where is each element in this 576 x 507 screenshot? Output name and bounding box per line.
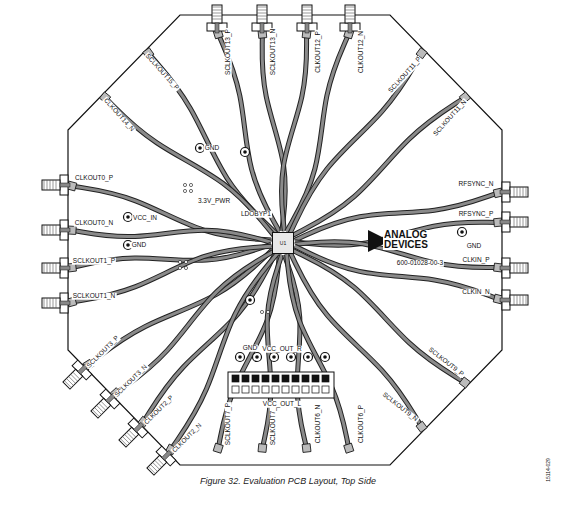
sma-connector — [42, 258, 70, 278]
via — [189, 189, 192, 192]
via — [260, 310, 263, 313]
header-pin — [232, 375, 239, 382]
silkscreen-label: GND — [204, 145, 220, 152]
board-outline — [68, 15, 502, 465]
header-pin — [262, 386, 269, 393]
via — [183, 189, 186, 192]
test-point — [321, 353, 330, 362]
signal-name: CLKOUT12_P — [315, 30, 322, 74]
header-pin — [272, 375, 279, 382]
trace-edge — [295, 246, 499, 299]
signal-name: SCLKOUT1_P — [72, 258, 116, 265]
header-pin — [302, 375, 309, 382]
signal-name: CLKIN_N — [461, 289, 490, 296]
silkscreen-label: VCC_OUT_R — [261, 346, 302, 353]
sma-connector — [500, 182, 528, 202]
signal-name: SCLKOUT13_P — [225, 28, 232, 76]
signal-name: CLKOUT0_N — [74, 220, 114, 227]
header-pin — [322, 375, 329, 382]
header — [228, 372, 334, 398]
header-pin — [282, 386, 289, 393]
trace — [105, 98, 274, 236]
test-point — [246, 296, 255, 305]
signal-name: RFSYNC_N — [457, 181, 494, 188]
logo-text: ANALOG DEVICES — [383, 230, 445, 250]
test-point — [236, 353, 245, 362]
signal-name: RFSYNC_P — [458, 211, 495, 218]
header-pin — [252, 386, 259, 393]
pad — [213, 443, 223, 453]
sma-connector — [42, 175, 70, 195]
pad — [416, 421, 427, 432]
pad — [258, 444, 267, 453]
test-point — [270, 353, 279, 362]
header-pin — [322, 386, 329, 393]
test-point — [241, 148, 250, 157]
silkscreen-label: 15114-029 — [546, 457, 551, 483]
traces — [67, 29, 503, 455]
header-pin — [312, 375, 319, 382]
sma-connector — [42, 220, 70, 240]
silkscreen-label: GND — [466, 243, 482, 250]
via — [183, 183, 186, 186]
pad — [459, 377, 470, 388]
trace-edge — [72, 230, 271, 242]
test-point — [287, 353, 296, 362]
signal-name: SCLKOUT7_P — [225, 402, 232, 446]
header-pin — [242, 386, 249, 393]
header-pin — [302, 386, 309, 393]
ic-chip: U1 — [272, 232, 294, 254]
signal-name: SCLKOUT7_N — [270, 402, 277, 447]
silkscreen-label: 600-01028-00-3 — [396, 260, 444, 267]
signal-name: CLKOUT12_N — [358, 30, 365, 74]
header-pin — [292, 375, 299, 382]
sma-connector — [340, 5, 360, 33]
test-point — [304, 353, 313, 362]
sma-connector — [500, 212, 528, 232]
header-pin — [262, 375, 269, 382]
sma-connector — [500, 290, 528, 310]
trace — [72, 230, 271, 242]
figure-caption: Figure 32. Evaluation PCB Layout, Top Si… — [0, 476, 576, 486]
test-point — [253, 353, 262, 362]
header-pin — [272, 386, 279, 393]
header-pin — [282, 375, 289, 382]
signal-name: SCLKOUT1_N — [72, 293, 117, 300]
silkscreen-label: LDOBYP1 — [240, 211, 272, 218]
header-pin — [242, 375, 249, 382]
silkscreen-label: VCC_IN — [132, 215, 158, 222]
sma-connector — [297, 5, 317, 33]
trace-edge — [72, 246, 272, 302]
silkscreen-label: VCC_OUT_L — [262, 401, 302, 408]
signal-name: CLKOUT6_P — [358, 404, 365, 444]
silkscreen-label: 3.3V_PWR — [197, 198, 231, 205]
via — [178, 266, 181, 269]
test-point — [458, 228, 467, 237]
sma-connector — [42, 293, 70, 313]
via — [189, 183, 192, 186]
pad — [344, 443, 354, 453]
signal-name: CLKOUT6_N — [315, 404, 322, 444]
trace — [295, 246, 499, 299]
silkscreen-label: GND — [242, 345, 258, 352]
signal-name: CLKIN_P — [461, 257, 490, 264]
board-parts — [124, 144, 467, 399]
via — [184, 260, 187, 263]
part-name: U1 — [280, 240, 286, 246]
sma-connectors — [42, 5, 528, 479]
trace-edge — [105, 98, 274, 236]
silkscreen-label: GND — [131, 242, 147, 249]
signal-name: SCLKOUT13_N — [270, 28, 277, 76]
sma-connector — [500, 258, 528, 278]
trace — [72, 246, 272, 302]
header-pin — [312, 386, 319, 393]
header-pin — [232, 386, 239, 393]
pad — [302, 444, 311, 453]
header-pin — [292, 386, 299, 393]
via — [184, 266, 187, 269]
via — [178, 260, 181, 263]
header-pin — [252, 375, 259, 382]
via — [266, 310, 269, 313]
signal-name: CLKOUT0_P — [74, 175, 114, 182]
